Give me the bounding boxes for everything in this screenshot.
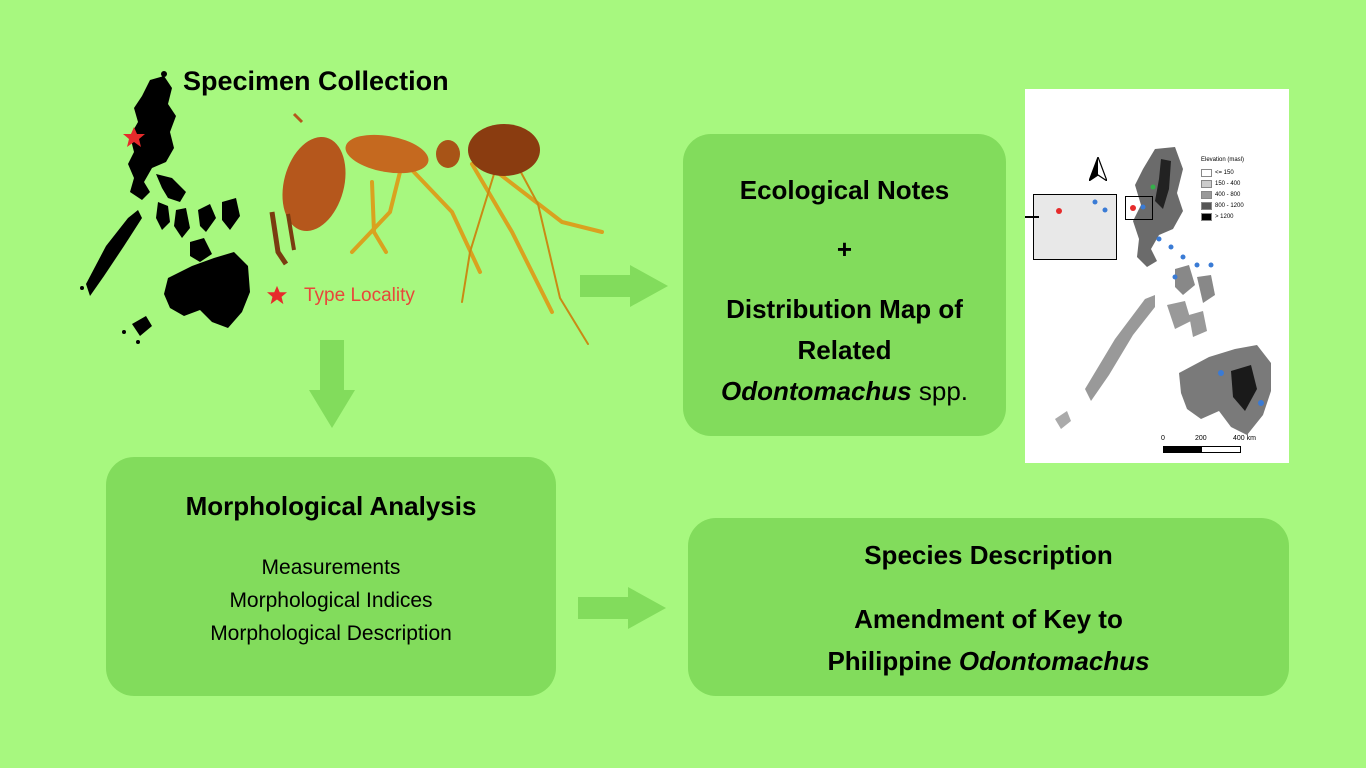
species-description-title: Species Description — [864, 540, 1113, 570]
scale-bar — [1163, 446, 1241, 453]
legend-row: 400 - 800 — [1201, 189, 1244, 200]
odontomachus-spp-text: Odontomachus spp. — [683, 376, 1006, 407]
ant-specimen-image — [269, 112, 604, 345]
morphological-analysis-box: Morphological Analysis Measurements Morp… — [106, 457, 556, 696]
philippines-silhouette — [80, 71, 250, 344]
legend-row: > 1200 — [1201, 211, 1244, 222]
related-text: Related — [797, 335, 892, 365]
distribution-map-text: Distribution Map of — [726, 294, 963, 324]
elevation-map — [1055, 147, 1271, 435]
elevation-legend-title: Elevation (masl) — [1201, 157, 1245, 163]
scale-label-200: 200 — [1195, 435, 1207, 442]
specimen-collection-title: Specimen Collection — [183, 66, 449, 96]
distribution-points — [1056, 184, 1264, 406]
legend-row: 150 - 400 — [1201, 178, 1244, 189]
morphological-analysis-title: Morphological Analysis — [185, 491, 477, 521]
elevation-legend: <= 150 150 - 400 400 - 800 800 - 1200 > … — [1201, 167, 1244, 222]
ecological-notes-text: Ecological Notes — [739, 175, 950, 205]
map-inset — [1033, 194, 1117, 260]
species-description-box: Species Description Amendment of Key to … — [688, 518, 1289, 696]
legend-row: 800 - 1200 — [1201, 200, 1244, 211]
north-arrow-icon — [1089, 157, 1107, 181]
arrow-down-icon — [309, 340, 355, 428]
ecological-notes-box: Ecological Notes + Distribution Map of R… — [683, 134, 1006, 436]
type-locality-label: Type Locality — [304, 285, 415, 306]
morph-item-measurements: Measurements — [261, 556, 401, 579]
arrow-right-icon-2 — [578, 587, 666, 629]
distribution-map-panel: Elevation (masl) <= 150 150 - 400 400 - … — [1025, 89, 1289, 463]
scale-label-0: 0 — [1161, 435, 1165, 442]
arrow-right-icon — [580, 265, 668, 307]
morph-item-description: Morphological Description — [210, 622, 452, 645]
amendment-text: Amendment of Key to — [854, 604, 1123, 634]
star-icon — [267, 285, 287, 305]
type-locality-marker-icon — [123, 127, 145, 147]
scale-label-400: 400 km — [1233, 435, 1256, 442]
plus-sign: + — [836, 234, 853, 264]
genus-name: Odontomachus — [720, 376, 912, 406]
inset-focus-box — [1125, 196, 1153, 220]
inset-connector — [1025, 216, 1039, 218]
genus-name-2: Odontomachus — [958, 646, 1150, 676]
spp-suffix: spp. — [911, 376, 969, 406]
legend-row: <= 150 — [1201, 167, 1244, 178]
philippine-odontomachus-text: Philippine Odontomachus — [688, 646, 1289, 677]
morph-item-indices: Morphological Indices — [229, 589, 433, 612]
philippine-word: Philippine — [827, 646, 959, 676]
